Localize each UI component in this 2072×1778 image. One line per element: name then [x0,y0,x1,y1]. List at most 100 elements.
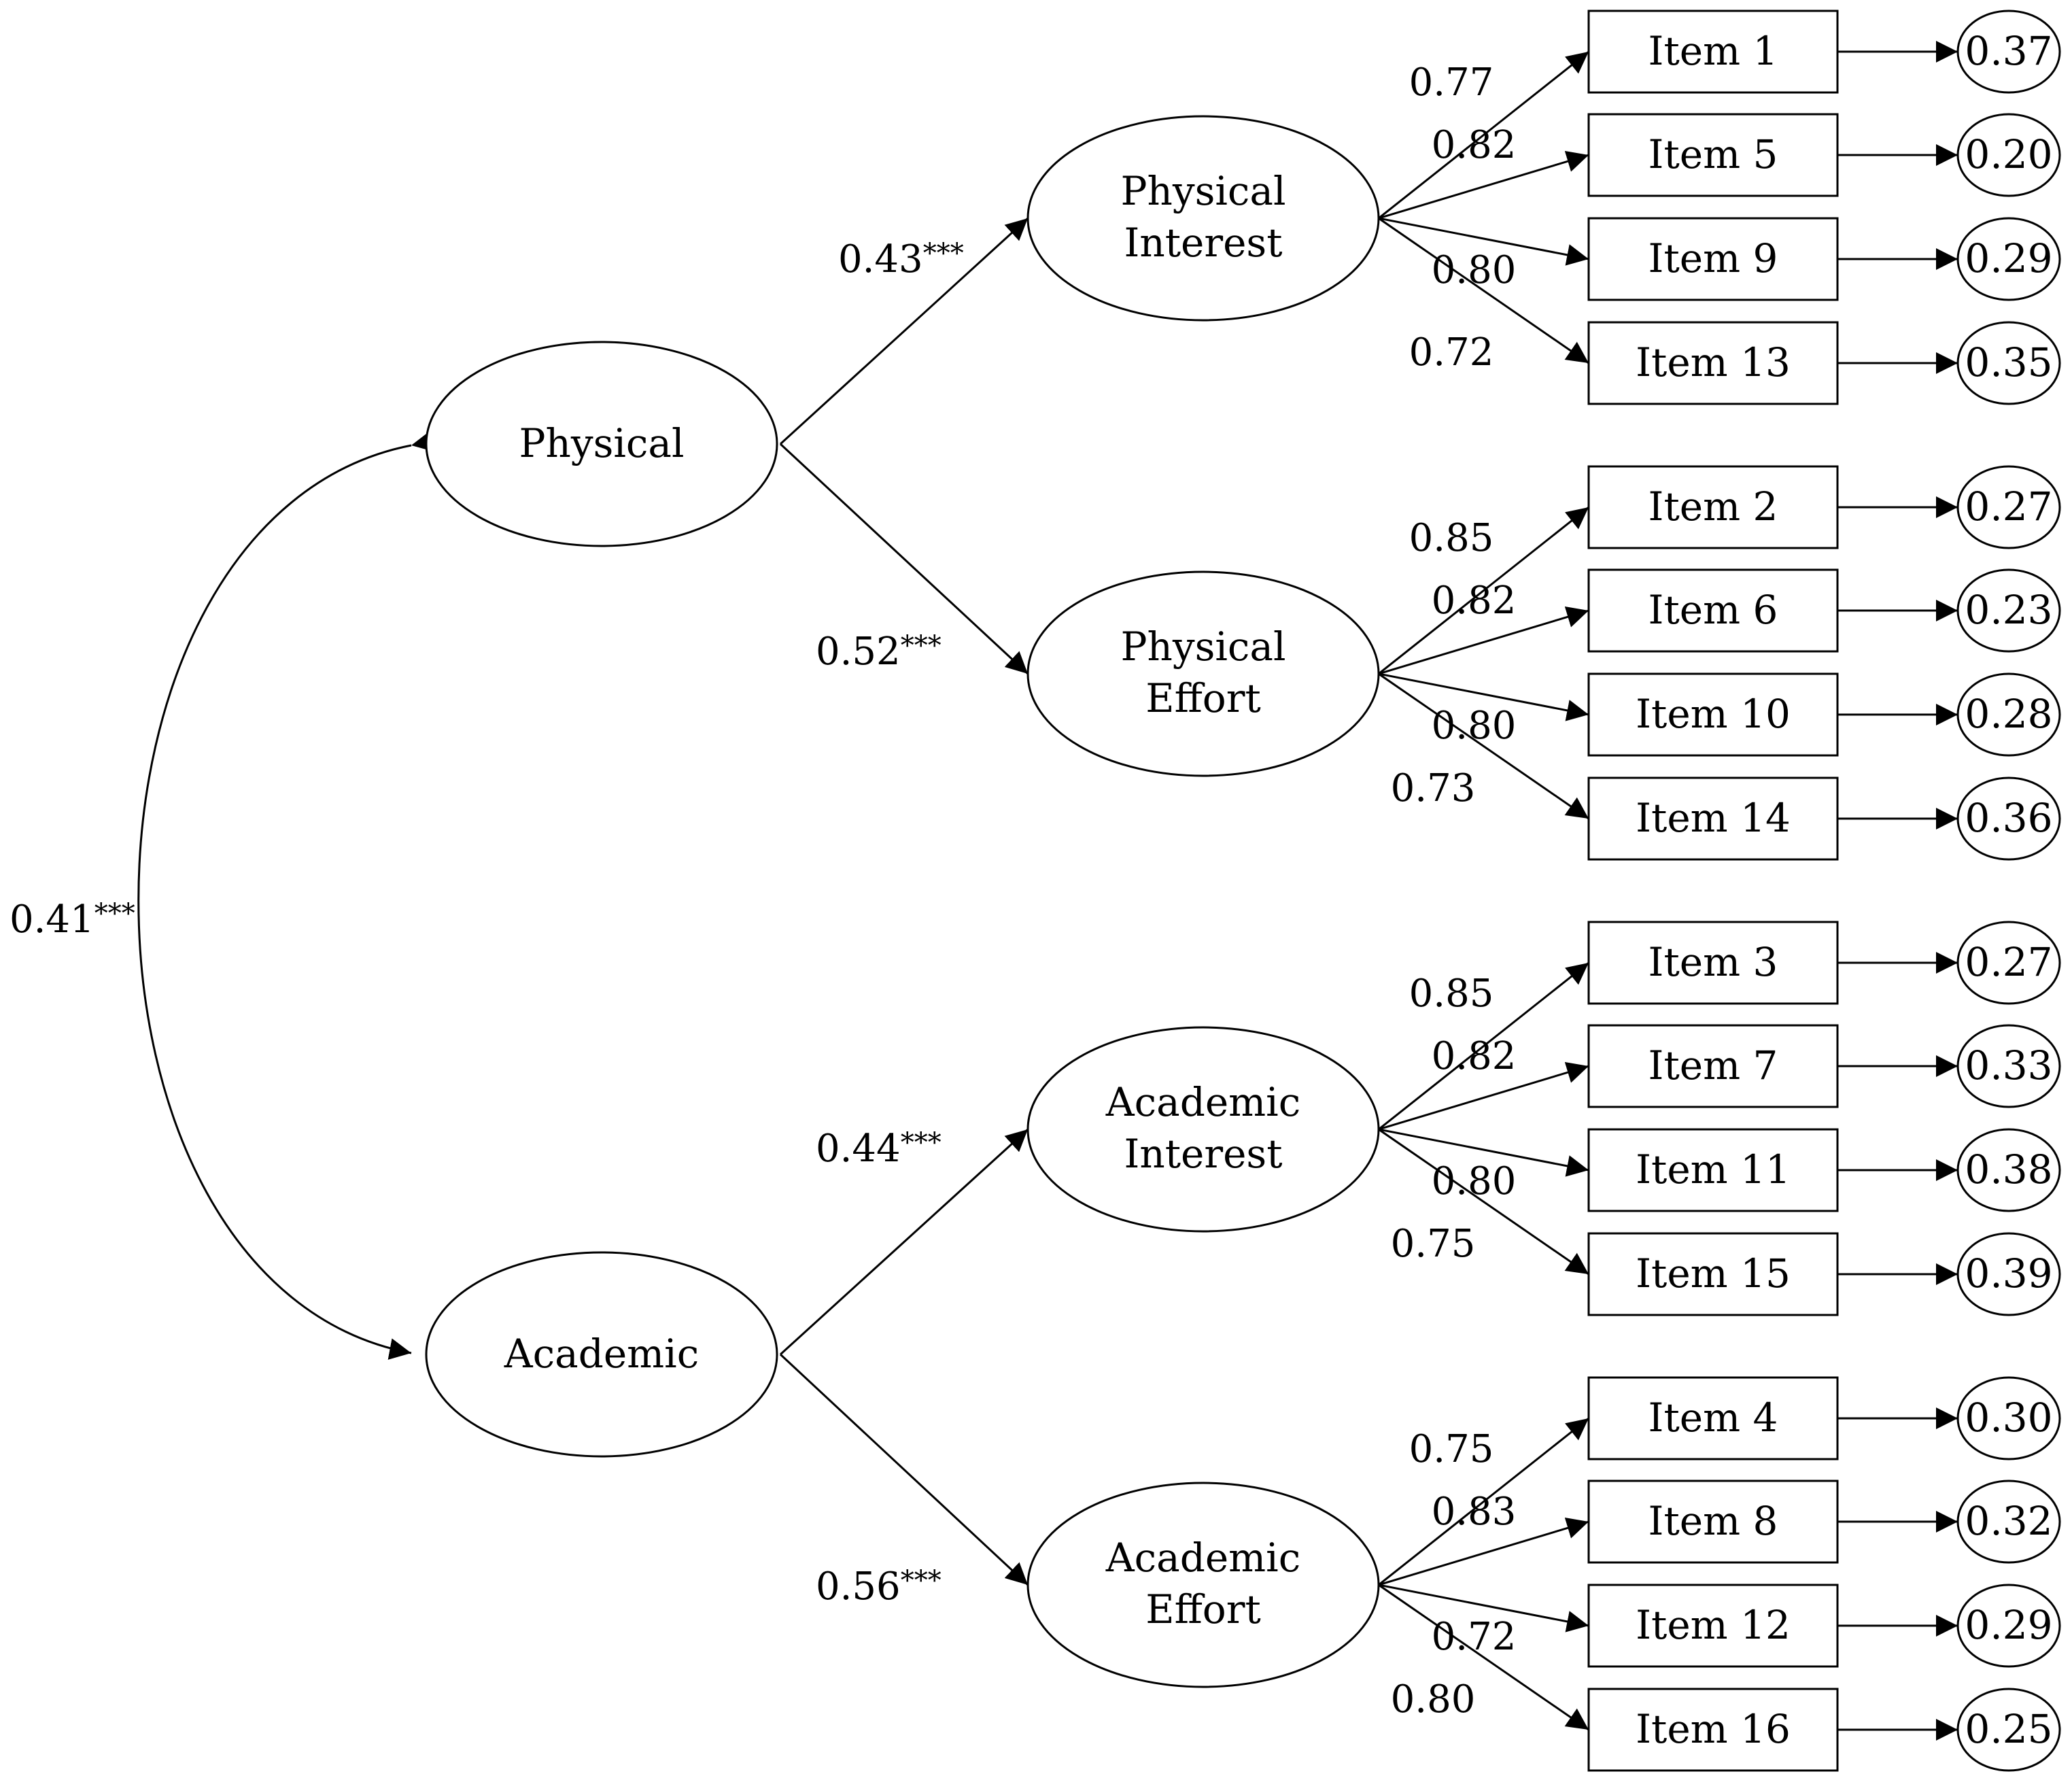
item-label: Item 10 [1636,691,1791,737]
loading-arrow [1378,217,1589,364]
item-label: Item 8 [1648,1498,1778,1544]
latent-factor-academic-ellipse [425,1251,778,1458]
significance-stars: *** [901,630,942,662]
indicator-item: 0.77 Item 1 0.37 [1378,10,2061,220]
item-label: Item 12 [1636,1602,1791,1648]
error-ellipse [1956,1584,2061,1668]
indicator-item: 0.83 Item 8 0.32 [1378,1480,2061,1586]
loading-arrow [1378,1584,1589,1632]
loading-label: 0.77 [1409,61,1494,105]
loading-label: 0.80 [1432,1159,1517,1203]
loading-label: 0.72 [1432,1615,1517,1659]
loading-label: 0.82 [1432,1034,1517,1078]
loading-label: 0.80 [1432,248,1517,292]
indicator-item: 0.72 Item 12 0.29 [1378,1584,2061,1668]
loading-arrow [1378,961,1589,1131]
structural-path-arrow [779,1353,1029,1586]
loading-arrow [1378,1128,1589,1276]
item-box [1587,113,1839,197]
latent-factor-physical: Physical [425,341,778,547]
significance-stars: *** [901,1565,942,1596]
error-ellipse [1956,776,2061,861]
item-label: Item 16 [1636,1706,1791,1752]
item-box [1587,568,1839,653]
subfactor-label-line: Academic [1105,1079,1300,1125]
loading-arrow [1378,506,1589,675]
error-variance-label: 0.27 [1965,483,2052,530]
structural-path-value: 0.52 [816,630,901,674]
loading-label: 0.85 [1409,516,1494,560]
error-variance-label: 0.30 [1965,1395,2052,1441]
error-ellipse [1956,1688,2061,1772]
item-label: Item 3 [1648,939,1778,985]
subfactor-label-line: Academic [1105,1535,1300,1581]
error-ellipse [1956,1376,2061,1460]
error-variance-label: 0.23 [1965,587,2052,633]
loading-label: 0.80 [1391,1677,1476,1722]
subfactor-ellipse [1026,115,1380,322]
error-variance-label: 0.32 [1965,1498,2052,1544]
structural-path-arrow [779,1128,1029,1356]
item-label: Item 13 [1636,339,1791,386]
loading-label: 0.72 [1409,330,1494,375]
loading-label: 0.75 [1391,1222,1476,1266]
error-variance-label: 0.33 [1965,1042,2052,1089]
error-ellipse [1956,672,2061,757]
subfactor-label-line: Interest [1124,1131,1282,1177]
factor-correlation-curve [137,430,435,1360]
item-label: Item 15 [1636,1250,1791,1297]
item-box [1587,10,1839,94]
item-box [1587,1480,1839,1564]
error-variance-label: 0.37 [1965,28,2052,74]
item-label: Item 7 [1648,1042,1778,1089]
significance-stars: *** [923,238,964,269]
structural-path-label: 0.56*** [816,1565,942,1609]
factor-correlation-label: 0.41*** [10,897,135,942]
subfactor-label-line: Physical [1120,168,1285,214]
loading-arrow [1378,50,1589,220]
item-label: Item 5 [1648,131,1778,177]
indicator-item: 0.72 Item 13 0.35 [1378,217,2061,405]
error-ellipse [1956,465,2061,549]
loading-label: 0.83 [1432,1490,1517,1534]
structural-path-label: 0.43*** [838,237,964,281]
error-variance-label: 0.39 [1965,1250,2052,1297]
loading-arrow [1378,1517,1589,1586]
significance-stars: *** [901,1127,942,1159]
latent-factor-academic-label: Academic [504,1331,699,1377]
error-variance-label: 0.35 [1965,339,2052,386]
error-ellipse [1956,1232,2061,1316]
error-ellipse [1956,113,2061,197]
item-box [1587,321,1839,405]
loading-arrow [1378,1417,1589,1586]
error-variance-label: 0.20 [1965,131,2052,177]
item-label: Item 1 [1648,28,1778,74]
error-ellipse [1956,10,2061,94]
item-box [1587,217,1839,301]
error-variance-label: 0.38 [1965,1146,2052,1193]
loading-arrow [1378,672,1589,820]
latent-factor-physical-ellipse [425,341,778,547]
structural-path-arrow [779,443,1029,675]
error-variance-label: 0.29 [1965,1602,2052,1648]
item-box [1587,1688,1839,1772]
item-box [1587,1024,1839,1108]
error-variance-label: 0.29 [1965,235,2052,281]
loading-arrow [1378,672,1589,721]
loading-arrow [1378,217,1589,266]
subfactor-label-line: Physical [1120,623,1285,670]
